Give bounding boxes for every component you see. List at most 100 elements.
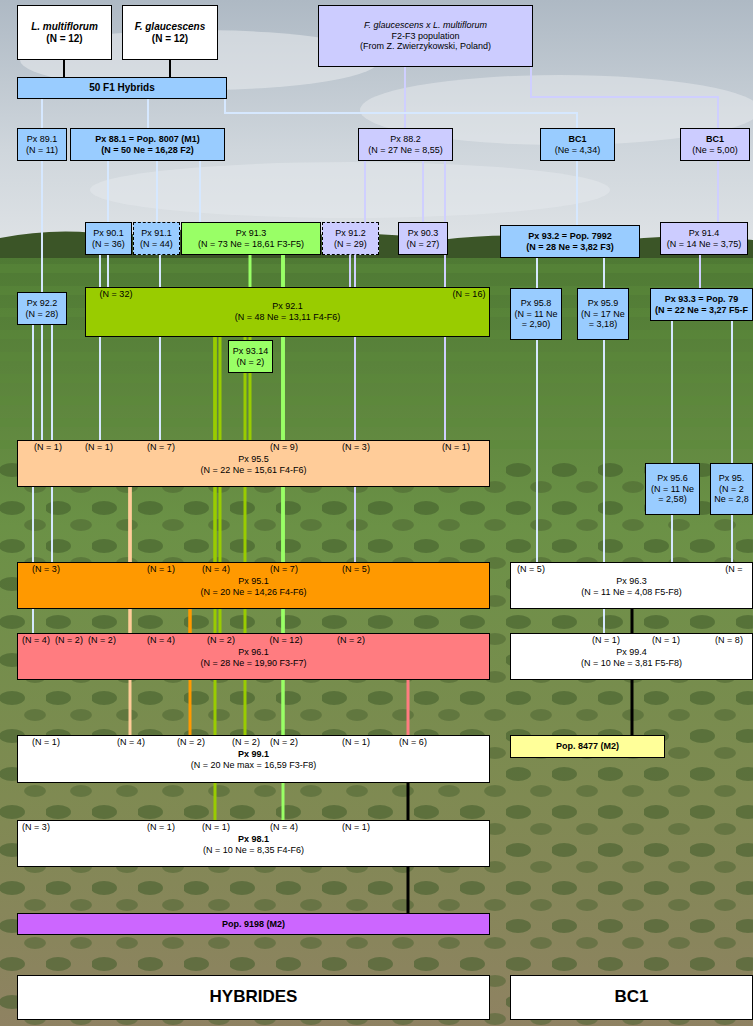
count-label: (N = 9) (270, 442, 298, 453)
lineage-line (159, 255, 161, 440)
population-box: Px 95.8(N = 11 Ne = 2,90) (510, 288, 562, 340)
lineage-line (407, 783, 410, 820)
box-detail: Px 92.1 (86, 301, 489, 312)
box-detail: Px 99.1 (18, 749, 489, 760)
population-box: Px 89.1(N = 11) (17, 128, 67, 161)
count-label: (N = 4) (270, 822, 298, 833)
field (0, 258, 753, 1026)
box-detail: (N = 28) (26, 309, 59, 320)
box-detail: (N = 20 Ne max = 16,59 F3-F8) (18, 760, 489, 771)
population-box: Px 95.6(N = 11 Ne = 2,58) (645, 463, 700, 515)
lineage-line (631, 609, 634, 633)
lineage-line (536, 258, 538, 288)
count-label: (N = 1) (442, 442, 470, 453)
population-band: (N = 1)(N = 1)(N = 8)Px 99.4(N = 10 Ne =… (510, 633, 753, 680)
count-label: (N = 4) (22, 635, 50, 646)
count-label: (N = 16) (453, 289, 486, 300)
box-detail: (N = 2 Ne = 2,8 (713, 484, 750, 506)
lineage-line (631, 680, 634, 735)
band-title-column: Px 99.4(N = 10 Ne = 3,81 F5-F8) (511, 647, 752, 669)
box-title: Px 95.8 (521, 298, 552, 309)
count-label: (N = 2) (207, 635, 235, 646)
lineage-line (41, 99, 43, 128)
count-label: (N = (725, 564, 742, 575)
box-detail: (N = 29) (334, 239, 367, 250)
population-box: F. glaucescens x L. multiflorumF2-F3 pop… (318, 5, 533, 67)
population-box: Px 93.3 = Pop. 79(N = 22 Ne = 3,27 F5-F (650, 288, 753, 321)
population-box: Px 93.2 = Pop. 7992(N = 28 Ne = 3,82 F3) (500, 225, 640, 258)
box-detail: (Ne = 4,34) (555, 145, 600, 156)
cloud (90, 162, 610, 218)
box-detail: Px 98.1 (18, 834, 489, 845)
population-band: (N = 1)(N = 4)(N = 2)(N = 2)(N = 2)(N = … (17, 735, 490, 783)
population-box: L. multiflorum(N = 12) (17, 5, 112, 60)
count-label: (N = 2) (177, 737, 205, 748)
lineage-line (576, 161, 578, 225)
box-detail: (N = 12) (152, 33, 188, 45)
lineage-line (41, 161, 43, 292)
count-label: (N = 1) (147, 822, 175, 833)
band-title-column: Px 96.3(N = 11 Ne = 4,08 F5-F8) (511, 576, 752, 598)
lineage-line (717, 161, 719, 222)
box-detail: (N = 36) (92, 239, 125, 250)
count-label: (N = 4) (147, 635, 175, 646)
count-label: (N = 1) (32, 737, 60, 748)
box-detail: F2-F3 population (391, 31, 459, 42)
count-label: (N = 2) (270, 737, 298, 748)
box-title: Px 93.3 = Pop. 79 (665, 294, 738, 305)
box-detail: (N = 20 Ne = 14,26 F4-F6) (18, 587, 489, 598)
count-label: (N = 1) (342, 822, 370, 833)
box-title: BC1 (568, 134, 586, 145)
box-detail: (N = 27) (407, 239, 440, 250)
population-box: 50 F1 Hybrids (17, 77, 227, 99)
lineage-line (699, 255, 701, 288)
box-detail: (N = 28 Ne = 3,82 F3) (526, 242, 614, 253)
count-label: (N = 1) (592, 635, 620, 646)
box-detail: (N = 22 Ne = 15,61 F4-F6) (18, 465, 489, 476)
count-label: (N = 1) (85, 442, 113, 453)
box-detail: (Ne = 5,00) (692, 145, 737, 156)
count-label: (N = 4) (117, 737, 145, 748)
lineage-line (41, 325, 43, 440)
box-detail: Px 96.3 (511, 576, 752, 587)
count-label: (N = 5) (517, 564, 545, 575)
box-detail: (N = 50 Ne = 16,28 F2) (101, 145, 194, 156)
box-title: BC1 (614, 987, 648, 1007)
population-box: HYBRIDES (17, 975, 490, 1020)
box-detail: (N = 27 Ne = 8,55) (368, 145, 443, 156)
grass-tufts (0, 460, 753, 1026)
box-title: Px 91.4 (689, 228, 720, 239)
lineage-line (731, 321, 733, 463)
box-detail: (N = 11 Ne = 2,58) (648, 484, 697, 506)
box-detail: (N = 12) (46, 33, 82, 45)
count-label: (N = 2) (55, 635, 83, 646)
population-box: Px 90.3(N = 27) (398, 222, 448, 255)
lineage-line (147, 99, 149, 128)
box-title: Pop. 9198 (M2) (222, 919, 285, 930)
population-band: (N = 4)(N = 2)(N = 2)(N = 4)(N = 2)(N = … (17, 633, 490, 680)
population-box: Px 91.1(N = 44) (133, 222, 180, 255)
box-title: 50 F1 Hybrids (89, 82, 155, 94)
band-title-column: Px 98.1(N = 10 Ne = 8,35 F4-F6) (18, 834, 489, 856)
population-box: Px 95.(N = 2 Ne = 2,8 (710, 463, 753, 515)
lineage-line (169, 60, 171, 77)
band-title-column: Px 95.1(N = 20 Ne = 14,26 F4-F6) (18, 576, 489, 598)
lineage-line (249, 255, 252, 287)
box-title: Px 88.2 (390, 134, 421, 145)
box-detail: Px 96.1 (18, 647, 489, 658)
population-box: Pop. 9198 (M2) (17, 913, 490, 935)
box-detail: (N = 17 Ne = 3,18) (580, 309, 626, 331)
lineage-line (671, 321, 673, 463)
population-box: BC1 (510, 975, 753, 1020)
lineage-line (731, 515, 733, 562)
count-label: (N = 3) (22, 822, 50, 833)
count-label: (N = 5) (342, 564, 370, 575)
box-title: Px 93.14 (233, 346, 269, 357)
crop-rows (0, 262, 753, 462)
count-label: (N = 32) (100, 289, 133, 300)
lineage-line (671, 515, 673, 562)
lineage-line (156, 161, 158, 222)
box-detail: (N = 22 Ne = 3,27 F5-F (655, 305, 748, 316)
box-detail: (N = 10 Ne = 8,35 F4-F6) (18, 845, 489, 856)
